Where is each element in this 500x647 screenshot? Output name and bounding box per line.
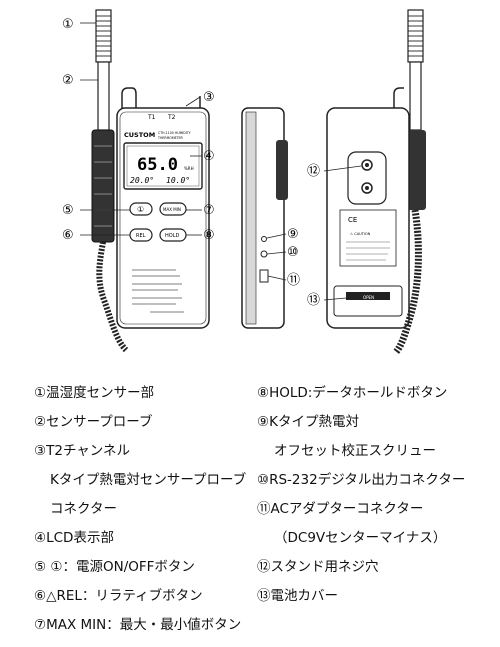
callouts: ① ② ③ ④ ⑤ ⑥ ⑦ ⑧ ⑨ ⑩ ⑪ ⑫ ⑬ (62, 17, 362, 308)
battery-cover-open-label: OPEN (363, 295, 374, 300)
legend-item-5: ⑤ ①：電源ON/OFFボタン (34, 559, 195, 575)
caution-label: ⚠ CAUTION (350, 232, 371, 236)
coiled-cable-back (393, 209, 422, 355)
ce-mark: CE (348, 216, 357, 224)
k-type-offset-screw[interactable] (261, 236, 267, 242)
lcd-right-reading: 10.0° (166, 176, 190, 185)
callout-7: ⑦ (203, 203, 215, 218)
parts-legend: ①温湿度センサー部 ②センサープローブ ③T2チャンネル Kタイプ熱電対センサー… (0, 384, 500, 647)
t1-label: T1 (147, 114, 156, 121)
legend-item-13: ⑬電池カバー (257, 588, 338, 604)
spec-fine-print (132, 269, 184, 313)
legend-item-1: ①温湿度センサー部 (34, 385, 155, 401)
sensor-probe-stem (97, 61, 110, 131)
model-line-1: CTH-1100 HUMIDITY (158, 131, 191, 135)
callout-5: ⑤ (62, 203, 74, 218)
legend-item-10: ⑩RS-232デジタル出力コネクター (257, 472, 466, 488)
callout-10: ⑩ (287, 245, 299, 260)
legend-item-9-sub: オフセット校正スクリュー (274, 443, 436, 459)
callout-12: ⑫ (307, 164, 320, 179)
ac-adapter-connector[interactable] (259, 269, 269, 283)
callout-4: ④ (203, 149, 215, 164)
callout-1: ① (62, 17, 74, 32)
lcd-unit: %RH (184, 166, 194, 171)
brand-label: CUSTOM (124, 131, 155, 139)
callout-2: ② (62, 73, 74, 88)
front-view: T1 T2 CUSTOM CTH-1100 HUMIDITY THERMOMET… (91, 9, 210, 353)
rel-button-label: REL (136, 233, 146, 239)
callout-8: ⑧ (203, 228, 215, 243)
max-min-button[interactable] (159, 202, 187, 216)
legend-item-3-sub1: Kタイプ熱電対センサープローブ (50, 472, 247, 488)
legend-item-2: ②センサープローブ (34, 414, 153, 430)
lcd-left-reading: 20.0° (130, 176, 154, 185)
probe-grip (91, 129, 115, 243)
power-button[interactable] (129, 202, 153, 216)
legend-item-11: ⑪ACアダプターコネクター (257, 501, 424, 517)
battery-cover[interactable] (333, 285, 403, 317)
t2-label: T2 (167, 114, 176, 121)
legend-item-9: ⑨Kタイプ熱電対 (257, 414, 359, 430)
legend-item-7: ⑦MAX MIN：最大・最小値ボタン (34, 617, 242, 633)
side-view (241, 107, 288, 329)
callout-3: ③ (203, 90, 215, 105)
legend-item-4: ④LCD表示部 (34, 530, 114, 546)
meter-body-front (116, 107, 210, 329)
legend-item-8: ⑧HOLD:データホールドボタン (257, 385, 448, 401)
legend-item-3: ③T2チャンネル (34, 443, 131, 459)
max-min-button-label: MAX MIN (163, 207, 181, 212)
meter-diagram: T1 T2 CUSTOM CTH-1100 HUMIDITY THERMOMET… (62, 9, 426, 355)
rs232-connector[interactable] (260, 250, 268, 258)
callout-9: ⑨ (287, 227, 299, 242)
callout-13: ⑬ (307, 293, 320, 308)
callout-11: ⑪ (287, 273, 300, 288)
callout-6: ⑥ (62, 228, 74, 243)
power-button-label: ① (137, 205, 144, 214)
hold-button-label: HOLD (165, 233, 179, 239)
model-line-2: THERMOMETER (157, 136, 184, 140)
back-view: CE ⚠ CAUTION OPEN (326, 9, 426, 355)
legend-item-3-sub2: コネクター (50, 501, 117, 517)
lcd-main-reading: 65.0 (137, 155, 178, 175)
legend-item-6: ⑥△REL：リラティブボタン (34, 588, 203, 604)
legend-item-11-sub: （DC9Vセンターマイナス） (274, 530, 447, 546)
legend-item-12: ⑫スタンド用ネジ穴 (257, 559, 379, 575)
